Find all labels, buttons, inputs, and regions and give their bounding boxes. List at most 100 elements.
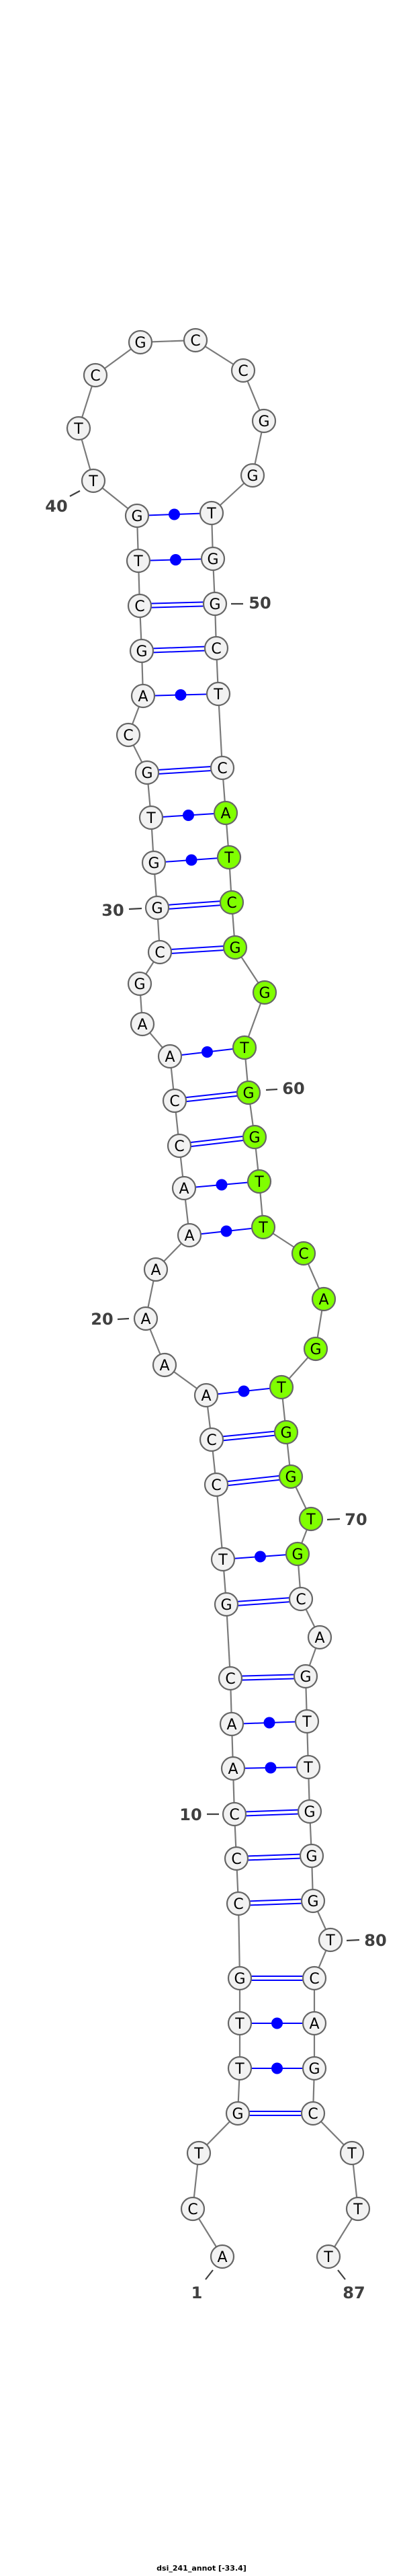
nucleotide-letter: G [134, 976, 145, 993]
nucleotide: C [218, 1666, 243, 1691]
nucleotide: T [126, 548, 151, 574]
nucleotide-circle [252, 980, 277, 1005]
nucleotide-circle [143, 1257, 169, 1282]
base-pair [153, 854, 230, 866]
nucleotide-letter: A [138, 689, 148, 705]
nucleotide-letter: G [141, 765, 152, 782]
nucleotide-circle [273, 1419, 299, 1445]
nucleotide-letter: G [229, 940, 240, 957]
nucleotide-letter: C [211, 641, 221, 658]
nucleotide: T [227, 2011, 253, 2036]
nucleotides: ACTGTTGCCCAACGTCCAAAAAACCAAGCGGTGCAGCTGT… [66, 327, 371, 2269]
pair-dot-icon [170, 554, 181, 565]
pair-bond-line [216, 1477, 292, 1487]
nucleotide-circle [186, 2140, 212, 2166]
nucleotide: A [311, 1286, 337, 1312]
nucleotide-circle [285, 1541, 310, 1567]
nucleotide: A [302, 2011, 327, 2036]
nucleotide: T [66, 416, 91, 441]
pair-bond-line [238, 1902, 314, 1906]
nucleotide-circle [227, 2056, 253, 2081]
nucleotide: C [204, 1472, 229, 1497]
pair-bond-line [230, 1674, 306, 1678]
base-pair [238, 1898, 314, 1906]
nucleotide-circle [302, 1965, 327, 1991]
nucleotide: G [227, 1965, 253, 1991]
nucleotide-circle [339, 2140, 365, 2166]
base-pair [159, 945, 236, 955]
nucleotide-letter: C [229, 1807, 239, 1824]
base-pair [230, 1674, 306, 1681]
backbone-link [215, 1484, 224, 1560]
nucleotide-letter: G [292, 1547, 303, 1563]
nucleotide: T [186, 2140, 212, 2166]
nucleotide: T [206, 681, 231, 707]
nucleotide: T [199, 500, 224, 526]
position-number: 70 [345, 1510, 367, 1529]
nucleotide-letter: A [226, 1717, 236, 1733]
base-pair [222, 1551, 298, 1563]
position-label: 10 [179, 1805, 219, 1824]
nucleotide: G [129, 638, 154, 664]
nucleotide: A [219, 1711, 244, 1737]
nucleotide-circle [230, 358, 256, 383]
nucleotide-letter: G [136, 643, 147, 660]
position-tick [326, 1518, 341, 1521]
nucleotide: G [128, 329, 153, 355]
nucleotide: C [83, 362, 108, 388]
nucleotide-letter: C [225, 1671, 235, 1688]
nucleotide-letter: G [310, 1341, 321, 1358]
position-number: 1 [191, 2284, 203, 2302]
nucleotide: G [252, 980, 277, 1005]
nucleotide-circle [251, 408, 277, 434]
nucleotide-circle [224, 1846, 249, 1871]
nucleotide-circle [157, 1044, 183, 1069]
nucleotide: C [219, 890, 244, 915]
nucleotide: A [143, 1257, 169, 1282]
nucleotide: C [167, 1133, 192, 1159]
nucleotide: G [222, 935, 248, 960]
nucleotide-circle [138, 805, 164, 830]
nucleotide-letter: A [201, 1388, 211, 1405]
nucleotide-letter: G [306, 1848, 317, 1865]
pair-bond-line [156, 900, 232, 907]
nucleotide: G [300, 1888, 326, 1914]
nucleotide-circle [171, 1175, 197, 1201]
nucleotide-circle [299, 1843, 324, 1869]
nucleotide-circle [127, 593, 152, 619]
nucleotide-letter: A [159, 1358, 169, 1374]
nucleotide-circle [219, 1711, 244, 1737]
nucleotide-letter: T [254, 1174, 264, 1191]
nucleotide: A [177, 1222, 202, 1248]
nucleotide-letter: G [308, 2061, 320, 2078]
nucleotide: A [307, 1625, 332, 1650]
nucleotide: C [224, 1846, 249, 1871]
nucleotide-letter: C [174, 1138, 184, 1155]
nucleotide-letter: C [296, 1592, 306, 1608]
nucleotide-circle [218, 1666, 243, 1691]
backbone-link [217, 693, 224, 769]
nucleotide-letter: C [298, 1246, 308, 1263]
nucleotide-circle [200, 546, 226, 572]
nucleotide-letter: T [306, 1512, 316, 1528]
pair-dot-icon [185, 854, 197, 866]
backbone-link [225, 1604, 232, 1679]
nucleotide: T [339, 2140, 365, 2166]
nucleotide-circle [278, 1464, 304, 1489]
base-pair [136, 508, 212, 520]
nucleotide-circle [302, 2056, 327, 2081]
pair-bond-line [226, 1596, 301, 1604]
pair-bond-line [179, 1138, 255, 1148]
nucleotide-circle [293, 1664, 318, 1689]
pair-dot-icon [216, 1179, 228, 1191]
base-pair [156, 900, 232, 910]
structure-title: dsi_241_annot [-33.4] [156, 2564, 247, 2573]
nucleotide: C [300, 2101, 326, 2126]
nucleotide: G [134, 760, 160, 785]
nucleotide: A [157, 1044, 183, 1069]
nucleotide-circle [251, 1214, 276, 1240]
position-tick [128, 907, 142, 910]
pair-bond-line [212, 1433, 287, 1442]
nucleotide: G [251, 408, 277, 434]
